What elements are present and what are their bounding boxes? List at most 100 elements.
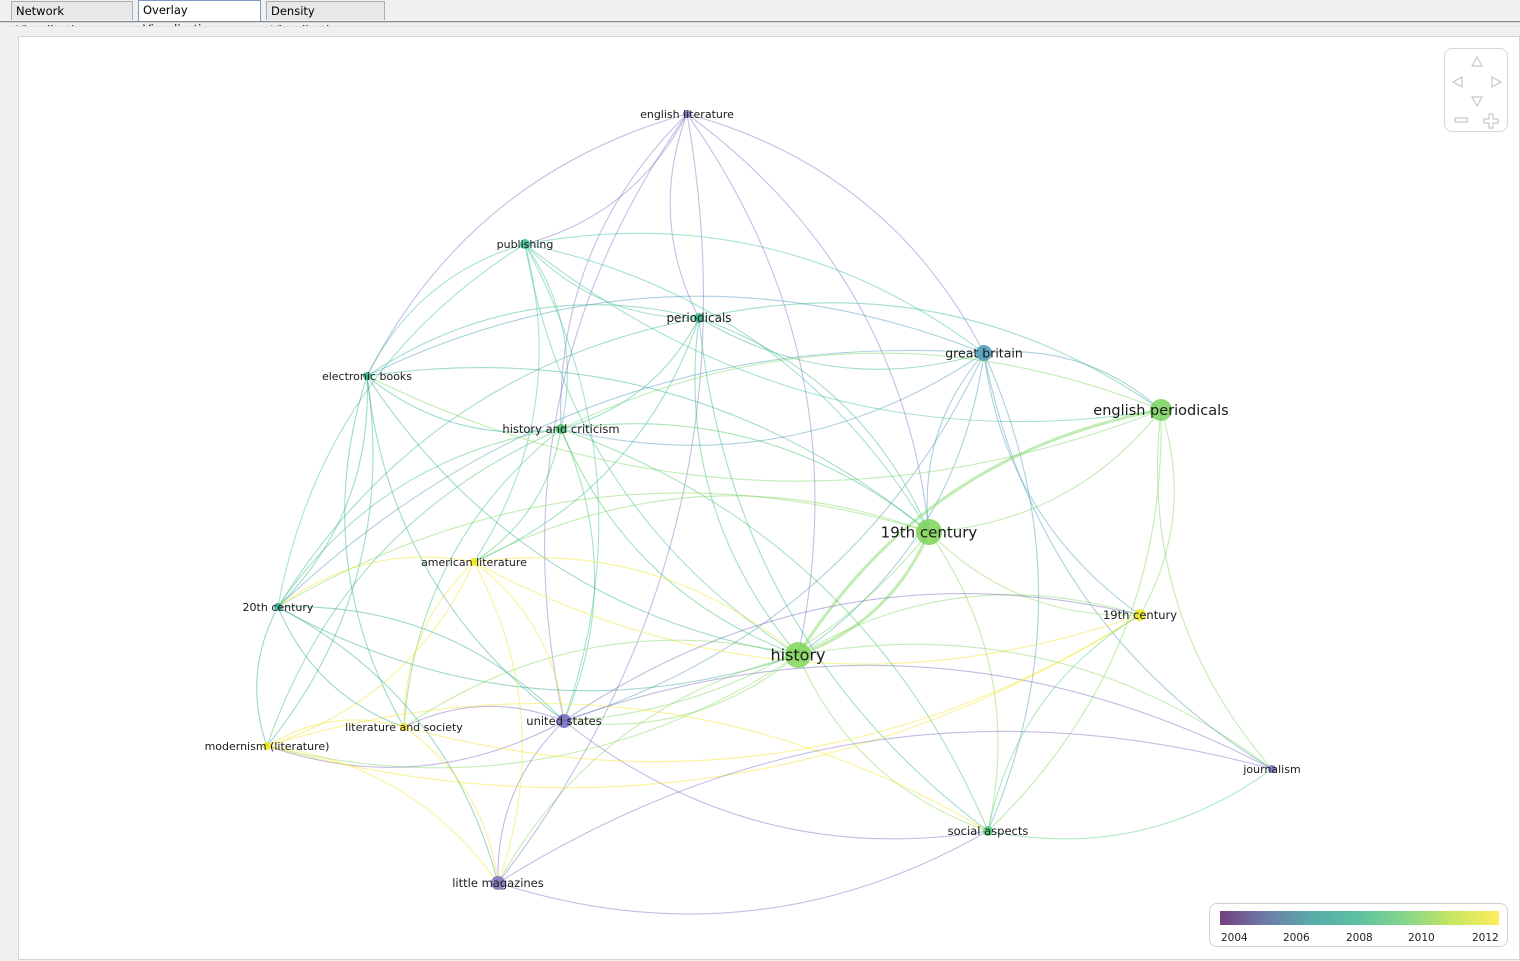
pan-up-icon[interactable]	[1470, 55, 1484, 67]
nodes-layer	[263, 110, 1276, 890]
node-label-periodicals[interactable]: periodicals	[666, 311, 731, 325]
visualization-canvas[interactable]	[18, 36, 1520, 960]
edge-history-little_magazines	[497, 654, 799, 884]
edge-american_literature-little_magazines	[473, 561, 523, 884]
node-label-19th-century-b[interactable]: 19th century	[1103, 608, 1177, 622]
node-social-aspects[interactable]	[983, 826, 993, 836]
node-english-literature[interactable]	[683, 110, 691, 118]
node-label-american-literature[interactable]: american literature	[421, 556, 527, 569]
node-periodicals[interactable]	[694, 313, 704, 323]
zoom-out-icon[interactable]	[1454, 117, 1468, 123]
edge-electronic_books-united_states	[366, 375, 565, 722]
edge-publishing-history	[524, 243, 799, 656]
edge-periodicals-history	[694, 317, 799, 656]
legend-tick: 2010	[1408, 932, 1435, 944]
edges-layer	[256, 113, 1273, 915]
edge-history-social_aspects	[797, 654, 989, 832]
edge-publishing-20th_century	[277, 243, 526, 608]
edge-united_states-social_aspects	[563, 720, 989, 840]
node-united-states[interactable]	[557, 714, 571, 728]
pan-right-icon[interactable]	[1491, 75, 1503, 89]
node-label-electronic-books[interactable]: electronic books	[322, 370, 412, 383]
edge-great_britain-19th_century_b	[983, 352, 1141, 616]
edge-united_states-journalism	[563, 664, 1273, 770]
node-19th-century-a[interactable]	[916, 519, 942, 545]
edge-publishing-great_britain	[524, 232, 985, 354]
pan-left-icon[interactable]	[1451, 75, 1463, 89]
edge-little_magazines-journalism	[497, 730, 1273, 884]
node-label-history-and-criticism[interactable]: history and criticism	[502, 422, 619, 436]
edge-periodicals-20th_century	[277, 317, 700, 608]
node-modernism[interactable]	[263, 742, 271, 750]
edge-publishing-united_states	[524, 243, 600, 722]
edge-history_and_criticism-united_states	[560, 428, 596, 722]
node-label-20th-century[interactable]: 20th century	[243, 601, 314, 614]
edge-english_literature-united_states	[544, 113, 688, 722]
edge-american_literature-literature_and_society	[403, 561, 475, 728]
pan-down-icon[interactable]	[1470, 96, 1484, 108]
node-label-social-aspects[interactable]: social aspects	[948, 824, 1029, 838]
edge-publishing-american_literature	[473, 243, 540, 563]
node-literature-and-society[interactable]	[400, 723, 408, 731]
edge-periodicals-history_and_criticism	[560, 317, 700, 430]
legend-gradient	[1220, 911, 1499, 925]
color-legend: 2004 2006 2008 2010 2012	[1209, 903, 1508, 947]
node-publishing[interactable]	[520, 239, 530, 249]
node-label-19th-century-a[interactable]: 19th century	[881, 523, 978, 541]
edge-little_magazines-social_aspects	[497, 830, 989, 915]
edge-19th_century_a-united_states	[563, 531, 930, 722]
node-history[interactable]	[785, 642, 811, 668]
edge-great_britain-journalism	[983, 352, 1273, 770]
edge-great_britain-united_states	[563, 352, 985, 722]
node-label-english-literature[interactable]: english literature	[640, 108, 734, 121]
node-19th-century-b[interactable]	[1134, 609, 1146, 621]
edge-history_and_criticism-american_literature	[473, 428, 562, 563]
edge-english_literature-publishing	[524, 113, 688, 245]
node-english-periodicals[interactable]	[1150, 399, 1172, 421]
node-history-and-criticism[interactable]	[556, 424, 566, 434]
edge-electronic_books-19th_century_a	[366, 367, 930, 533]
node-label-great-britain[interactable]: great britain	[945, 345, 1023, 360]
edge-publishing-19th_century_a	[524, 243, 930, 533]
legend-tick: 2012	[1472, 932, 1499, 944]
node-journalism[interactable]	[1268, 765, 1276, 773]
edge-english_periodicals-journalism	[1156, 409, 1273, 770]
edge-19th_century_a-20th_century	[277, 492, 930, 608]
node-great-britain[interactable]	[976, 345, 992, 361]
zoom-in-icon[interactable]	[1483, 113, 1499, 129]
node-label-history[interactable]: history	[770, 646, 825, 665]
node-label-literature-and-society[interactable]: literature and society	[345, 721, 463, 734]
edge-19th_century_a-history	[797, 531, 931, 657]
node-label-journalism[interactable]: journalism	[1242, 763, 1300, 776]
edge-english_literature-electronic_books	[366, 113, 688, 377]
node-american-literature[interactable]	[470, 558, 478, 566]
edge-american_literature-modernism	[266, 561, 475, 747]
navigation-control-icons	[1451, 55, 1503, 129]
edge-history-literature_and_society	[403, 639, 799, 728]
tab-underline	[0, 22, 1520, 23]
node-label-modernism[interactable]: modernism (literature)	[205, 740, 330, 753]
edge-united_states-modernism	[266, 720, 565, 768]
node-electronic-books[interactable]	[363, 372, 371, 380]
node-label-english-periodicals[interactable]: english periodicals	[1093, 403, 1228, 419]
edge-history-united_states	[563, 654, 799, 725]
edge-20th_century-literature_and_society	[277, 606, 405, 728]
node-little-magazines[interactable]	[491, 876, 505, 890]
edge-english_periodicals-social_aspects	[987, 409, 1162, 832]
edge-english_literature-periodicals	[669, 113, 700, 319]
edge-electronic_books-literature_and_society	[344, 375, 405, 728]
edge-periodicals-american_literature	[473, 317, 700, 563]
edge-united_states-literature_and_society	[403, 705, 565, 728]
edge-great_britain-electronic_books	[366, 295, 985, 377]
edge-history_and_criticism-20th_century	[277, 428, 562, 608]
edge-united_states-19th_century_b	[563, 593, 1141, 722]
node-label-publishing[interactable]: publishing	[497, 238, 554, 251]
edge-american_literature-history	[473, 557, 799, 656]
node-label-united-states[interactable]: united states	[526, 714, 601, 728]
edge-social_aspects-19th_century_b	[987, 614, 1141, 832]
edge-19th_century_a-social_aspects	[928, 531, 999, 832]
labels-layer: english literature publishing periodicals g…	[205, 108, 1301, 890]
node-label-little-magazines[interactable]: little magazines	[452, 876, 544, 890]
node-20th-century[interactable]	[274, 603, 282, 611]
